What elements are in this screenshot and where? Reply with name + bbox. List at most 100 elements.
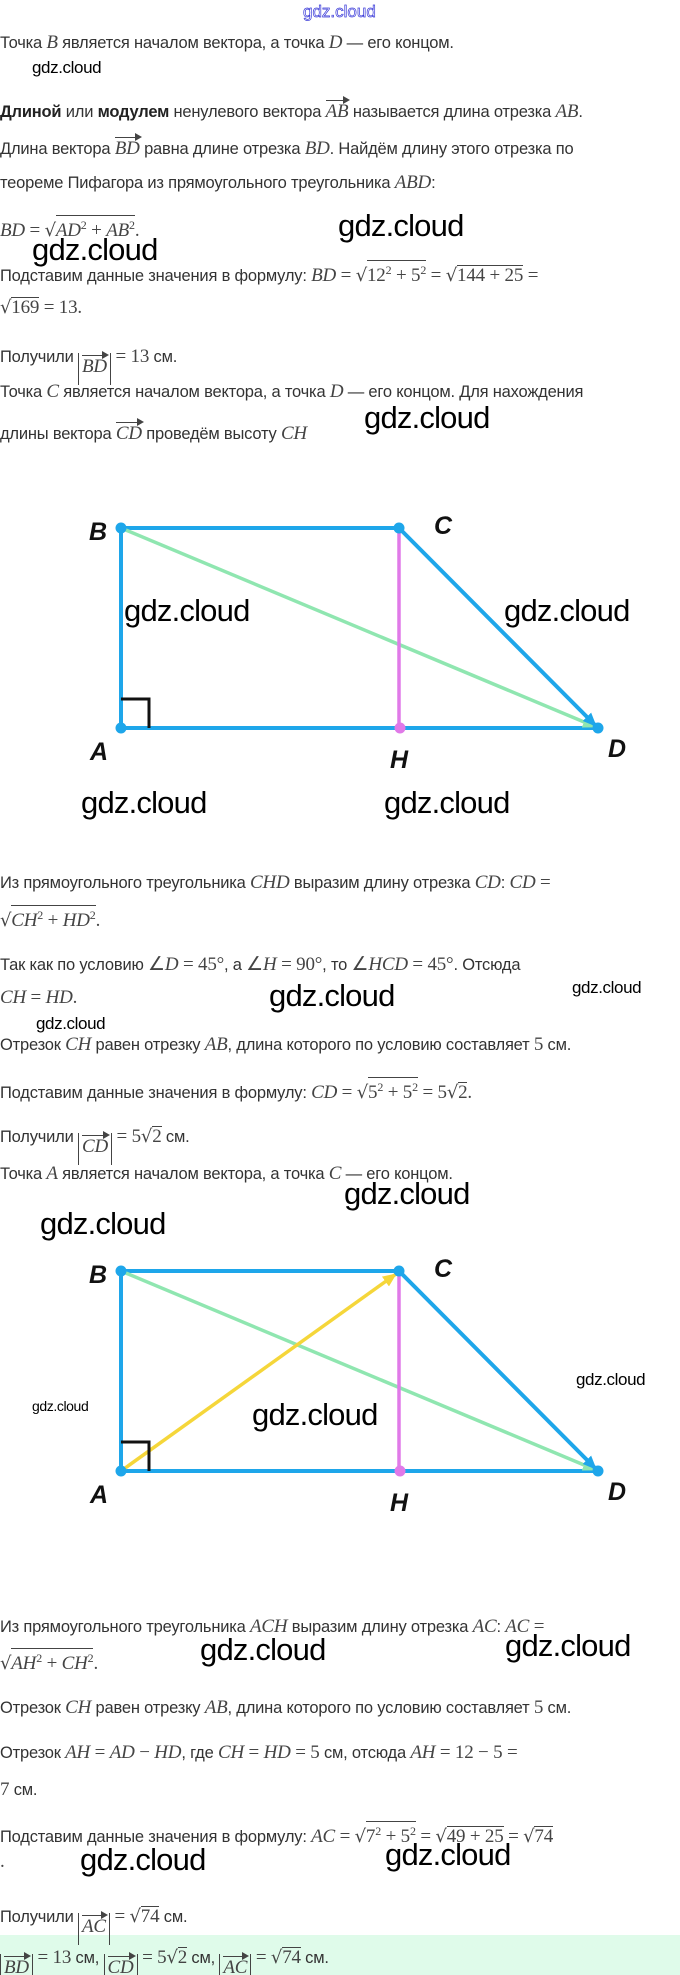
math-variable: H: [263, 954, 277, 975]
math-expression: 2: [177, 1947, 188, 1968]
square-root: AD2 + AB2: [45, 215, 135, 243]
exponent: 2: [36, 1651, 43, 1665]
math-variable: CH: [0, 987, 26, 1008]
point-a: [115, 1465, 127, 1477]
math-variable: AD: [109, 1742, 135, 1763]
text: выразим длину отрезка: [289, 874, 475, 892]
math-expression: 5: [533, 1034, 544, 1055]
watermark: gdz.cloud: [200, 1632, 326, 1667]
vector: CD: [107, 1952, 136, 1975]
watermark: gdz.cloud: [32, 232, 158, 267]
exponent: 2: [80, 218, 87, 232]
math-expression: =: [335, 1826, 355, 1847]
math-expression: ∠: [148, 954, 165, 975]
paragraph: Отрезок AH = AD − HD, где CH = HD = 5 см…: [0, 1741, 518, 1765]
label-a: A: [89, 1481, 108, 1509]
text: является началом вектора, а точка: [57, 1165, 329, 1183]
vector: AB: [325, 96, 351, 122]
math-variable: CH: [217, 1742, 244, 1763]
paragraph: Длиной или модулем ненулевого вектора AB…: [0, 96, 583, 122]
text: или: [61, 103, 98, 121]
square-root: 74: [271, 1946, 301, 1970]
paragraph: Отрезок CH равен отрезку AB, длина котор…: [0, 1033, 571, 1057]
math-expression: = 45°: [178, 954, 225, 975]
math-expression: =: [503, 1826, 524, 1847]
radicand: AD2 + AB2: [55, 215, 135, 241]
math-expression: =: [90, 1742, 110, 1763]
exponent: 2: [420, 263, 427, 277]
radicand: AH2 + CH2: [11, 1648, 94, 1674]
exponent: 2: [377, 1080, 384, 1094]
paragraph: Отрезок CH равен отрезку AB, длина котор…: [0, 1696, 571, 1720]
math-expression: + 5: [381, 1826, 411, 1847]
math-variable: D: [328, 32, 343, 53]
math-variable: AC: [311, 1826, 336, 1847]
math-expression: =: [415, 1826, 436, 1847]
watermark: gdz.cloud: [364, 400, 490, 435]
math-expression: +: [86, 220, 107, 241]
watermark: gdz.cloud: [80, 1842, 206, 1877]
vector-bd: [120, 1269, 597, 1472]
trapezoid-diagram-1: B C A H D: [89, 512, 626, 774]
watermark: gdz.cloud: [303, 2, 376, 22]
vector-ac: [119, 1272, 398, 1473]
exponent: 2: [385, 263, 392, 277]
math-expression: 49 + 25: [446, 1826, 504, 1847]
vector-length: AC: [219, 1952, 252, 1975]
exponent: 2: [412, 1080, 418, 1094]
math-variable: AB: [204, 1697, 228, 1718]
paragraph: Точка A является началом вектора, а точк…: [0, 1162, 453, 1186]
text: , а: [224, 956, 247, 974]
radicand: 2: [177, 1947, 188, 1968]
square-root: CH2 + HD2: [0, 905, 96, 933]
math-variable: AH: [11, 1653, 37, 1674]
math-expression: 2: [152, 1126, 162, 1147]
vector-bd: [120, 526, 597, 729]
square-root: 2: [166, 1946, 187, 1970]
text: — его концом. Для нахождения: [343, 383, 584, 401]
paragraph: CH = HD.: [0, 986, 77, 1010]
watermark: gdz.cloud: [572, 978, 642, 997]
math-expression: =: [243, 1742, 264, 1763]
text: длины вектора: [0, 425, 116, 443]
math-expression: =: [523, 265, 539, 286]
math-expression: ∠: [351, 954, 369, 975]
math-expression: .: [95, 910, 101, 931]
watermark: gdz.cloud: [32, 58, 102, 77]
exponent: 2: [409, 1824, 416, 1838]
paragraph: Из прямоугольного треугольника CHD выраз…: [0, 871, 551, 895]
radicand: 169: [11, 297, 39, 318]
math-variable: BD: [0, 220, 25, 241]
math-expression: 7: [365, 1826, 376, 1847]
text: см.: [161, 1128, 190, 1146]
paragraph: Из прямоугольного треугольника ACH выраз…: [0, 1615, 544, 1639]
vector-cd: [397, 1269, 598, 1471]
watermark: gdz.cloud: [32, 1398, 89, 1414]
math-variable: D: [329, 381, 344, 402]
math-variable: CH: [11, 910, 38, 931]
math-variable: AH: [65, 1742, 91, 1763]
watermark: gdz.cloud: [40, 1206, 166, 1241]
math-expression: =: [26, 987, 46, 1008]
square-root: 2: [447, 1081, 468, 1105]
radicand: 49 + 25: [446, 1826, 504, 1847]
text: — его концом.: [342, 34, 454, 52]
watermark: gdz.cloud: [252, 1397, 378, 1432]
text: , где: [181, 1744, 218, 1762]
math-expression: + 5: [391, 265, 421, 286]
text: .: [578, 103, 583, 121]
watermark: gdz.cloud: [576, 1370, 646, 1389]
math-expression: 5: [533, 1697, 544, 1718]
math-expression: =: [24, 220, 45, 241]
text: Получили: [0, 1128, 78, 1146]
text: , то: [322, 956, 352, 974]
paragraph: Подставим данные значения в формулу: BD …: [0, 260, 539, 286]
label-d: D: [608, 735, 626, 763]
math-variable: AB: [204, 1034, 228, 1055]
math-expression: +: [43, 910, 63, 931]
vector: BD: [114, 133, 142, 159]
radicand: 144 + 25: [457, 265, 523, 286]
math-variable: HD: [45, 987, 73, 1008]
paragraph: .: [0, 1850, 5, 1874]
square-root: AH2 + CH2: [0, 1648, 94, 1676]
